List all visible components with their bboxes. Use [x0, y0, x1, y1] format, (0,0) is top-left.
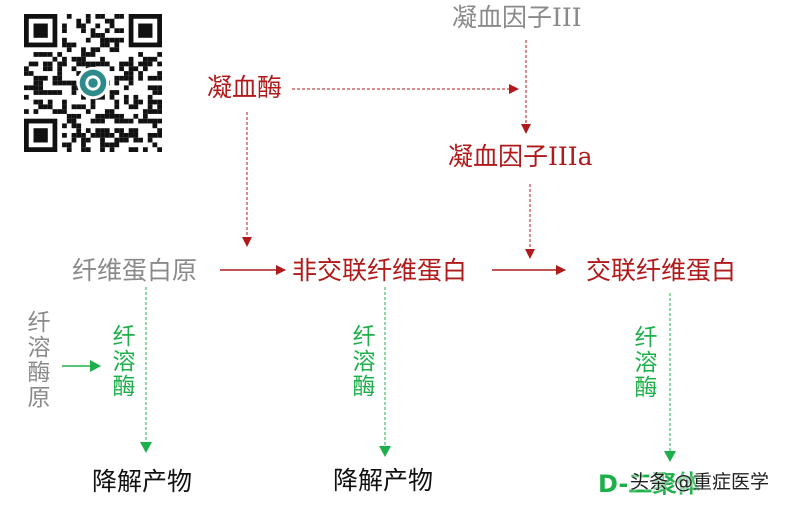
factor-iii-label: 凝血因子III — [452, 3, 582, 32]
d-dimer-label: D-二聚体 — [598, 470, 701, 498]
degradation-products-label-1: 降解产物 — [92, 467, 193, 496]
watermark-text: 头条 @重症医学 — [630, 471, 770, 493]
plasmin-label-1: 纤溶酶 — [108, 324, 134, 399]
factor-iiia-label: 凝血因子IIIa — [448, 142, 593, 171]
noncrosslinked-fibrin-label: 非交联纤维蛋白 — [292, 256, 468, 285]
plasmin-label-3: 纤溶酶 — [630, 325, 656, 400]
fibrinogen-label: 纤维蛋白原 — [72, 256, 198, 285]
plasmin-label-2: 纤溶酶 — [348, 324, 374, 399]
plasminogen-label: 纤溶酶原 — [23, 310, 49, 410]
thrombin-label: 凝血酶 — [207, 73, 283, 102]
crosslinked-fibrin-label: 交联纤维蛋白 — [586, 256, 737, 285]
qr-code-image — [24, 14, 162, 152]
degradation-products-label-2: 降解产物 — [333, 466, 434, 495]
